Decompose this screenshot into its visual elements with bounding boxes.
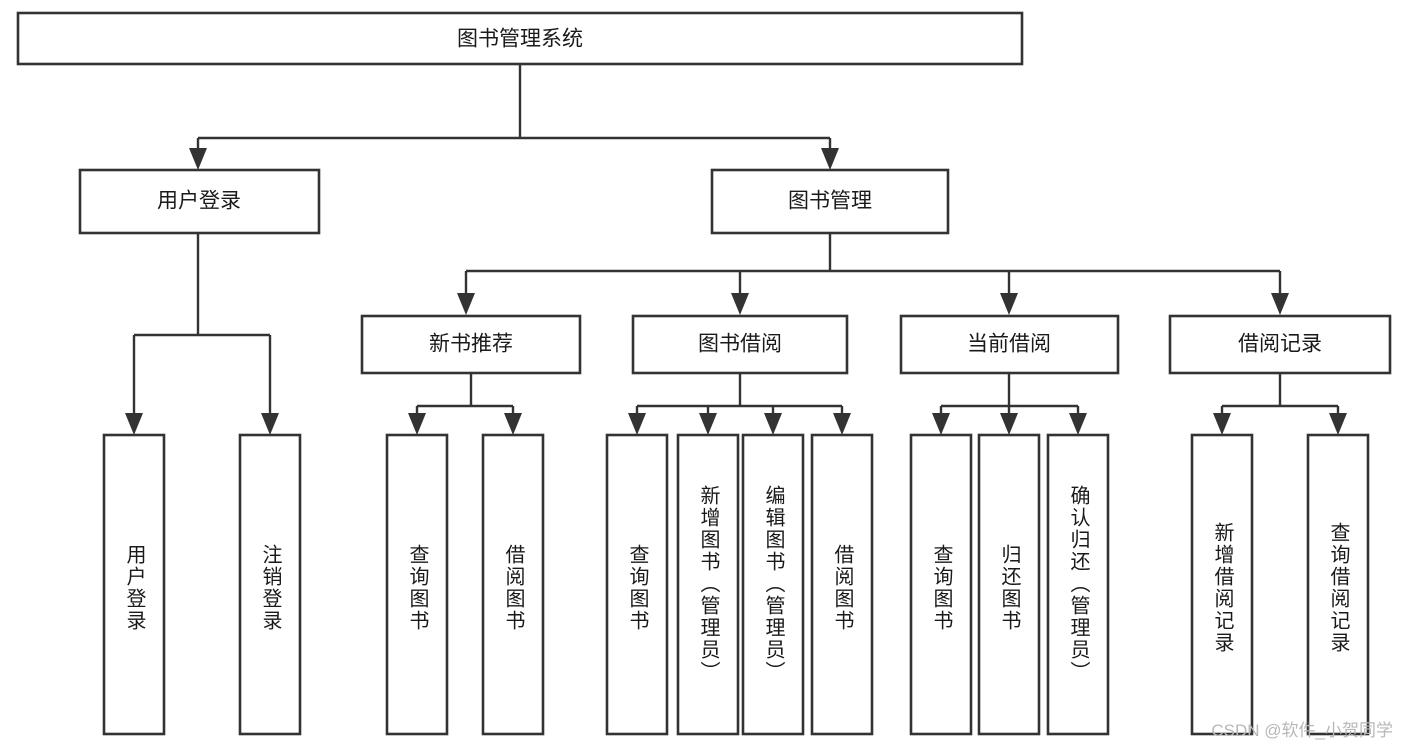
arrow-to-book-borrow [731,293,749,315]
leaf-logout-login-label: 注销登录 [259,544,282,632]
node-borrow-record[interactable]: 借阅记录 [1168,314,1392,375]
leaf-edit-book[interactable]: 编辑图书（管理员） [741,433,805,736]
node-user-login-label: 用户登录 [157,190,241,213]
arrow-to-current-borrow [1000,293,1018,315]
leaf-borrow-book-1-box[interactable] [481,433,545,736]
arrow-to-user-login [189,148,207,170]
node-new-book-recommend-box[interactable] [360,314,582,375]
node-current-borrow-box[interactable] [899,314,1120,375]
leaf-add-borrow-record-label: 新增借阅记录 [1211,522,1234,654]
arrow-leaf-query-book-2 [628,413,646,435]
leaf-borrow-book-2[interactable]: 借阅图书 [810,433,874,736]
arrow-to-book-management [821,148,839,170]
leaf-logout-login-box[interactable] [238,433,302,736]
arrow-leaf-add-borrow-record [1213,413,1231,435]
node-new-book-recommend[interactable]: 新书推荐 [360,314,582,375]
arrow-leaf-query-book-1 [408,413,426,435]
leaf-add-book[interactable]: 新增图书（管理员） [676,433,740,736]
leaf-query-book-3-label: 查询图书 [930,544,953,632]
node-root-system-label: 图书管理系统 [457,28,583,51]
arrow-leaf-borrow-book-2 [833,413,851,435]
leaf-query-borrow-record-box[interactable] [1306,433,1370,736]
node-user-login-box[interactable] [78,168,321,235]
arrow-to-new-book-recommend [457,293,475,315]
leaf-query-book-1-box[interactable] [385,433,449,736]
leaf-user-login[interactable]: 用户登录 [102,433,166,736]
node-book-management-box[interactable] [710,168,950,235]
leaf-query-book-2-label: 查询图书 [626,544,649,632]
leaf-logout-login[interactable]: 注销登录 [238,433,302,736]
leaf-edit-book-label: 编辑图书（管理员） [762,485,785,683]
arrow-leaf-confirm-return [1069,413,1087,435]
node-borrow-record-label: 借阅记录 [1238,333,1322,356]
node-book-management[interactable]: 图书管理 [710,168,950,235]
leaf-user-login-label: 用户登录 [123,544,146,632]
leaf-confirm-return-label: 确认归还（管理员） [1067,485,1090,683]
node-new-book-recommend-label: 新书推荐 [429,333,513,356]
node-book-borrow[interactable]: 图书借阅 [631,314,849,375]
leaf-borrow-book-1[interactable]: 借阅图书 [481,433,545,736]
leaf-add-borrow-record[interactable]: 新增借阅记录 [1190,433,1254,736]
arrow-leaf-edit-book [764,413,782,435]
leaf-add-borrow-record-box[interactable] [1190,433,1254,736]
leaf-confirm-return[interactable]: 确认归还（管理员） [1046,433,1110,736]
leaf-query-book-3-box[interactable] [909,433,973,736]
leaf-borrow-book-2-label: 借阅图书 [831,544,854,632]
node-borrow-record-box[interactable] [1168,314,1392,375]
leaf-query-book-1[interactable]: 查询图书 [385,433,449,736]
leaf-query-borrow-record[interactable]: 查询借阅记录 [1306,433,1370,736]
leaf-user-login-box[interactable] [102,433,166,736]
node-current-borrow-label: 当前借阅 [967,333,1051,356]
leaf-query-book-1-label: 查询图书 [406,544,429,632]
node-user-login[interactable]: 用户登录 [78,168,321,235]
node-book-borrow-box[interactable] [631,314,849,375]
leaf-query-book-2-box[interactable] [605,433,669,736]
arrow-to-borrow-record [1271,293,1289,315]
leaf-borrow-book-2-box[interactable] [810,433,874,736]
connector-layer [125,64,1347,435]
node-book-management-label: 图书管理 [788,190,872,213]
leaf-query-borrow-record-label: 查询借阅记录 [1327,522,1350,654]
arrow-leaf-return-book [1000,413,1018,435]
arrow-leaf-borrow-book-1 [504,413,522,435]
leaf-borrow-book-1-label: 借阅图书 [502,544,525,632]
arrow-leaf-add-book [699,413,717,435]
leaf-add-book-label: 新增图书（管理员） [697,485,720,683]
arrow-leaf-logout-login [261,413,279,435]
leaf-edit-book-box[interactable] [741,433,805,736]
leaf-return-book-box[interactable] [977,433,1041,736]
arrow-leaf-user-login [125,413,143,435]
leaf-query-book-3[interactable]: 查询图书 [909,433,973,736]
leaf-return-book[interactable]: 归还图书 [977,433,1041,736]
arrow-leaf-query-book-3 [932,413,950,435]
node-current-borrow[interactable]: 当前借阅 [899,314,1120,375]
node-book-borrow-label: 图书借阅 [698,333,782,356]
leaf-return-book-label: 归还图书 [998,544,1021,632]
node-root-system-box[interactable] [16,11,1024,66]
arrow-leaf-query-borrow-record [1329,413,1347,435]
leaf-query-book-2[interactable]: 查询图书 [605,433,669,736]
node-root-system[interactable]: 图书管理系统 [16,11,1024,66]
leaf-confirm-return-box[interactable] [1046,433,1110,736]
leaf-add-book-box[interactable] [676,433,740,736]
